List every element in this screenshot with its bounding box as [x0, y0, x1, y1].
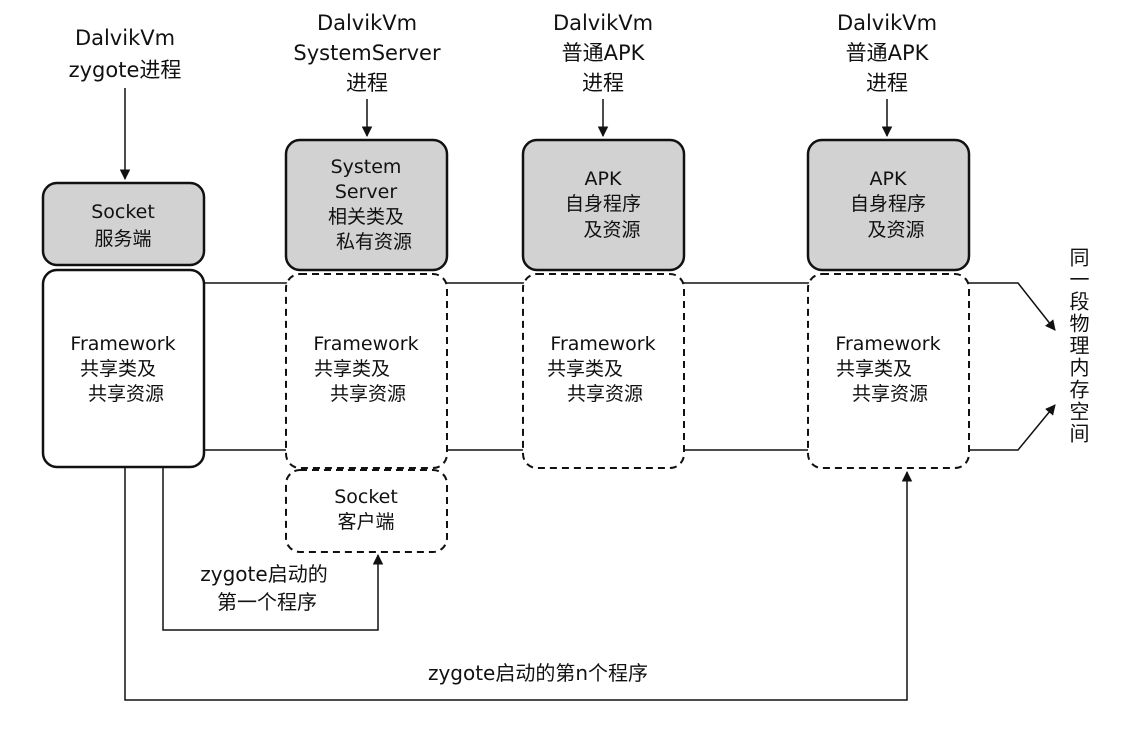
- socket-client-line2: 客户端: [337, 511, 394, 533]
- systemserver-private-box: [284, 138, 449, 272]
- framework-zygote-line1: Framework: [70, 333, 175, 355]
- socket-server-box: [41, 181, 206, 267]
- header-apk1-line2: 普通APK: [562, 41, 646, 65]
- header-apk2-line1: DalvikVm: [837, 11, 937, 35]
- framework-systemserver-line3: 共享资源: [330, 383, 406, 405]
- header-apk1-line1: DalvikVm: [553, 11, 653, 35]
- connector-nth-program: [124, 468, 913, 701]
- framework-apk1-line1: Framework: [550, 333, 655, 355]
- framework-systemserver-line1: Framework: [313, 333, 418, 355]
- header-zygote-line1: DalvikVm: [75, 26, 175, 50]
- systemserver-private-line1: System: [331, 156, 402, 178]
- framework-apk2-line2: 共享类及: [836, 358, 912, 380]
- header-apk2-line2: 普通APK: [846, 41, 930, 65]
- connector-first-program: [162, 468, 384, 631]
- framework-systemserver-line2: 共享类及: [314, 358, 390, 380]
- apk2-private-line3: 及资源: [867, 219, 924, 241]
- systemserver-private-line3: 相关类及: [328, 206, 404, 228]
- header-apk1-line3: 进程: [582, 71, 624, 95]
- systemserver-private-line2: Server: [335, 181, 397, 203]
- socket-client-box: [285, 469, 448, 553]
- header-apk2-line3: 进程: [866, 71, 908, 95]
- socket-server-line2: 服务端: [94, 228, 151, 250]
- apk2-private-line1: APK: [870, 168, 907, 190]
- socket-server-line1: Socket: [91, 201, 155, 223]
- systemserver-private-line4: 私有资源: [336, 231, 412, 253]
- framework-apk1-line3: 共享资源: [567, 383, 643, 405]
- framework-apk2-line1: Framework: [835, 333, 940, 355]
- memory-band-bottom-line: [205, 404, 1056, 451]
- apk1-private-line1: APK: [585, 168, 622, 190]
- framework-box-zygote: [41, 268, 206, 469]
- header-systemserver-line2: SystemServer: [293, 41, 441, 65]
- memory-band-top-line: [205, 282, 1056, 331]
- framework-box-apk1: [522, 273, 685, 469]
- framework-box-systemserver: [285, 273, 448, 469]
- header-systemserver-line1: DalvikVm: [317, 11, 417, 35]
- header-zygote-line2: zygote进程: [69, 58, 182, 82]
- first-program-label-line1: zygote启动的: [200, 562, 327, 586]
- first-program-label-line2: 第一个程序: [217, 590, 317, 614]
- framework-zygote-line2: 共享类及: [80, 358, 156, 380]
- memory-space-label: 同一段物理内存空间: [1066, 247, 1090, 445]
- apk1-private-box: [521, 138, 686, 272]
- apk1-private-line3: 及资源: [583, 219, 640, 241]
- apk1-private-line2: 自身程序: [565, 193, 641, 215]
- nth-program-label: zygote启动的第n个程序: [428, 661, 648, 685]
- framework-box-apk2: [807, 273, 970, 469]
- socket-client-line1: Socket: [334, 486, 398, 508]
- framework-apk1-line2: 共享类及: [547, 358, 623, 380]
- header-systemserver-line3: 进程: [346, 71, 388, 95]
- framework-zygote-line3: 共享资源: [88, 383, 164, 405]
- apk2-private-box: [806, 138, 971, 272]
- apk2-private-line2: 自身程序: [850, 193, 926, 215]
- framework-apk2-line3: 共享资源: [852, 383, 928, 405]
